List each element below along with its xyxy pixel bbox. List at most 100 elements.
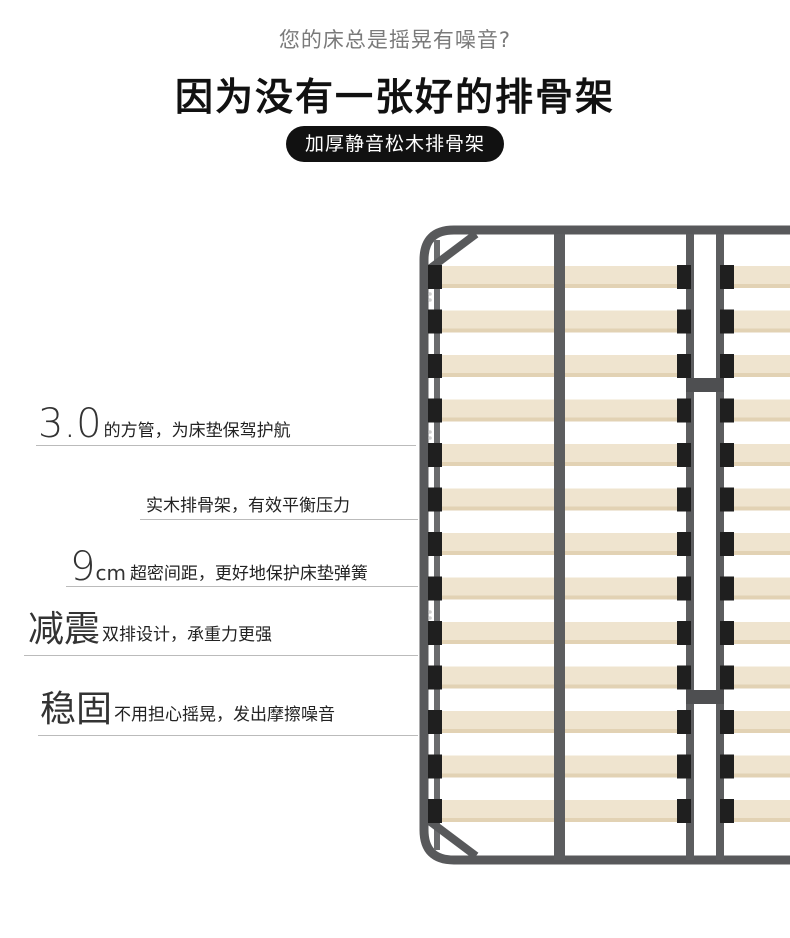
slat-end-cap [720, 398, 734, 423]
feature-wood-slats-rule [140, 519, 418, 520]
feature-stable-title: 稳固 [40, 689, 113, 730]
slat-end-cap [720, 754, 734, 779]
slat-end-cap [677, 309, 691, 334]
wood-slat-grain [730, 506, 790, 511]
wood-slat [730, 310, 790, 333]
slat-end-cap [428, 665, 442, 690]
wood-slat [730, 488, 790, 511]
wood-slat-grain [730, 818, 790, 822]
corner-brace-bottom [425, 816, 479, 860]
slat-end-cap [428, 532, 442, 556]
feature-wood-slats: 实木排骨架，有效平衡压力 [144, 494, 350, 520]
feature-shock-title: 减震 [28, 609, 101, 650]
slat-end-cap [677, 265, 691, 289]
slat-center-bar-overlap [554, 442, 565, 468]
wood-slat [730, 444, 790, 466]
wood-slat [730, 755, 790, 778]
slat-end-cap [720, 354, 734, 378]
slat-end-cap [428, 754, 442, 779]
feature-tube-size-value: 3.0 [38, 401, 102, 447]
slat-end-cap [428, 710, 442, 734]
slat-center-bar-overlap [554, 353, 565, 379]
slat-end-cap [428, 487, 442, 512]
wood-slat-grain [730, 773, 790, 778]
feature-shock-rule [24, 655, 418, 656]
wood-slat [730, 800, 790, 822]
wood-slat [730, 666, 790, 689]
slat-end-cap [428, 265, 442, 289]
feature-tube-size: 3.0 的方管，为床垫保驾护航 [38, 404, 291, 444]
slat-end-cap [677, 754, 691, 779]
wood-slat-grain [730, 284, 790, 288]
feature-spacing-text: 超密间距，更好地保护床垫弹簧 [129, 563, 368, 584]
bed-frame-svg [419, 225, 790, 865]
slat-center-bar-overlap [554, 753, 565, 780]
slat-end-cap [720, 443, 734, 467]
feature-shock-text: 双排设计，承重力更强 [102, 624, 273, 645]
feature-spacing-unit: cm [95, 561, 126, 585]
wood-slat [730, 399, 790, 422]
wood-slat-grain [730, 373, 790, 377]
slat-center-bar-overlap [554, 709, 565, 735]
feature-tube-size-text: 的方管，为床垫保驾护航 [103, 420, 291, 441]
wood-slat [730, 622, 790, 644]
feature-wood-slats-text: 实木排骨架，有效平衡压力 [146, 496, 350, 516]
slat-end-cap [677, 354, 691, 378]
wood-slat [730, 711, 790, 733]
slat-center-bar-overlap [554, 264, 565, 290]
slat-end-cap [720, 710, 734, 734]
wood-slat-grain [730, 729, 790, 733]
header-subtitle: 您的床总是摇晃有噪音? [278, 28, 512, 52]
slat-end-cap [428, 621, 442, 645]
slat-center-bar-overlap [554, 798, 565, 824]
slat-end-cap [677, 532, 691, 556]
slat-end-cap [677, 576, 691, 601]
slat-center-bar-overlap [554, 620, 565, 646]
wood-slat-grain [730, 328, 790, 333]
slat-end-cap [677, 710, 691, 734]
feature-spacing-rule [66, 586, 418, 587]
slat-end-cap [677, 487, 691, 512]
feature-tube-size-rule [36, 445, 416, 446]
slat-end-cap [428, 354, 442, 378]
slat-end-cap [428, 799, 442, 823]
slat-center-bar-overlap [554, 575, 565, 602]
wood-slat-grain [730, 640, 790, 644]
slat-end-cap [677, 799, 691, 823]
slat-end-cap [677, 398, 691, 423]
feature-spacing: 9 cm 超密间距，更好地保护床垫弹簧 [70, 547, 368, 587]
slat-end-cap [428, 576, 442, 601]
slat-end-cap [720, 576, 734, 601]
frame-connector-plate [686, 378, 724, 392]
slat-end-cap [720, 799, 734, 823]
wood-slat [730, 533, 790, 555]
slat-end-cap [720, 265, 734, 289]
slat-end-cap [677, 621, 691, 645]
slat-end-cap [677, 665, 691, 690]
feature-shock: 减震 双排设计，承重力更强 [28, 612, 272, 648]
slat-center-bar-overlap [554, 531, 565, 557]
slat-end-cap [720, 532, 734, 556]
frame-outer-rail [419, 225, 790, 865]
product-pill-badge: 加厚静音松木排骨架 [286, 126, 504, 162]
slat-center-bar-overlap [554, 486, 565, 513]
headline: 因为没有一张好的排骨架 [174, 75, 615, 119]
wood-slat-grain [730, 551, 790, 555]
slat-end-cap [428, 443, 442, 467]
slat-end-cap [428, 309, 442, 334]
slat-end-cap [720, 487, 734, 512]
wood-slat-grain [730, 462, 790, 466]
slat-end-cap [720, 621, 734, 645]
wood-slat-grain [730, 684, 790, 689]
wood-slat [730, 355, 790, 377]
feature-stable-rule [38, 735, 418, 736]
wood-slat [730, 577, 790, 600]
slat-end-cap [677, 443, 691, 467]
feature-stable-text: 不用担心摇晃，发出摩擦噪音 [114, 704, 336, 725]
slat-end-cap [428, 398, 442, 423]
slat-center-bar-overlap [554, 397, 565, 424]
slat-center-bar-overlap [554, 308, 565, 335]
feature-stable: 稳固 不用担心摇晃，发出摩擦噪音 [40, 692, 335, 728]
frame-connector-plate [686, 690, 724, 704]
slat-rows [428, 264, 790, 824]
